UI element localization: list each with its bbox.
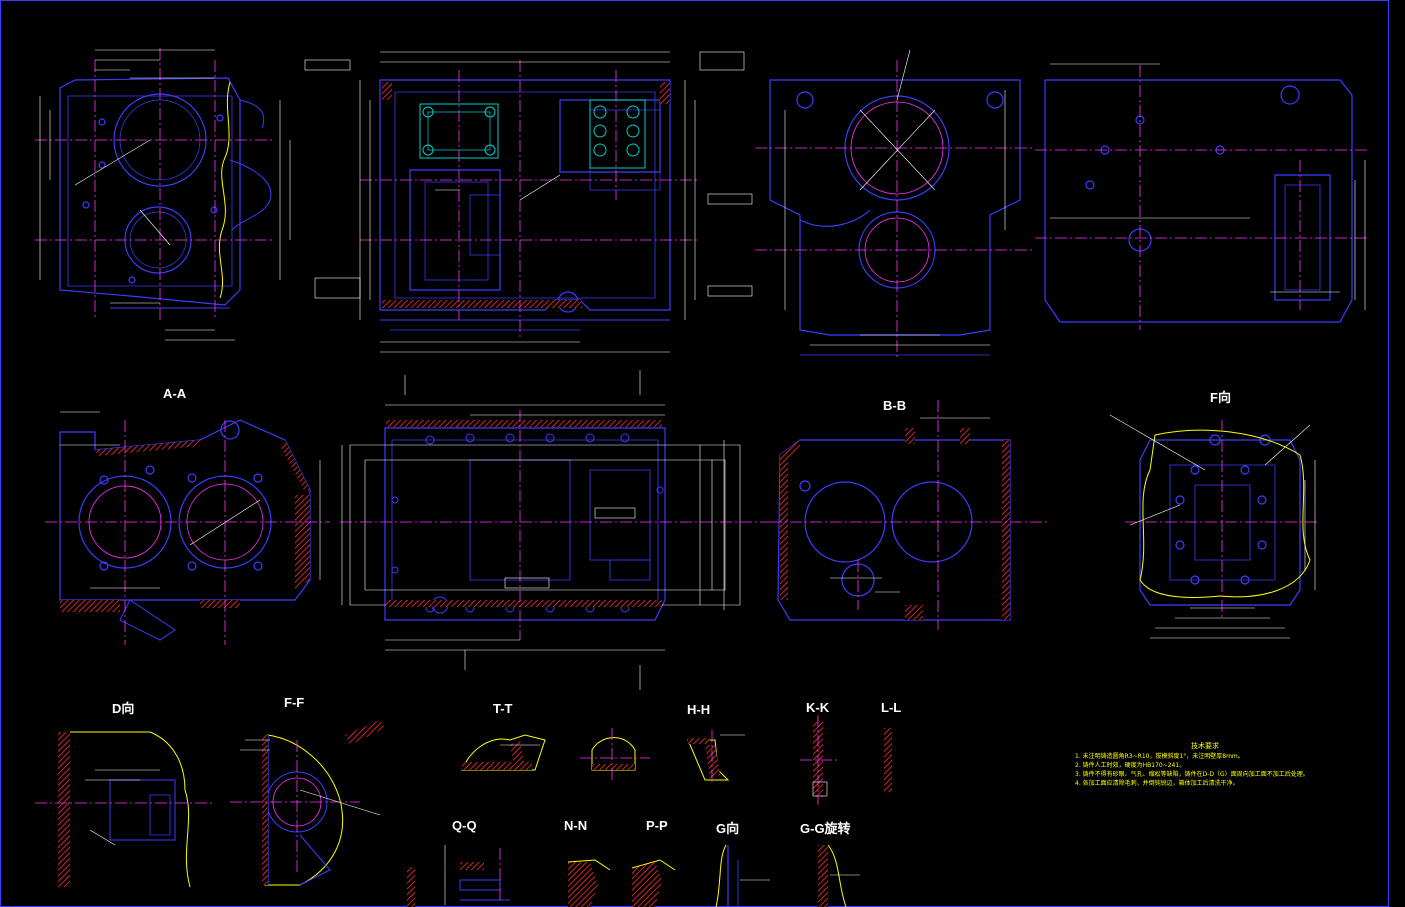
technical-requirements-heading: 技术要求 [1191,742,1219,750]
section-n-n [567,859,611,907]
view-right-upper-centerlines [1035,65,1370,330]
title-view-g: G向 [716,821,740,836]
section-b-b-hatch [780,428,1010,620]
view-top-main-bolt-pattern-1 [419,103,499,159]
view-right-upper [1044,79,1353,323]
title-section-t-t: T-T [493,701,513,716]
title-section-n-n: N-N [564,818,588,833]
view-f-dims [1109,414,1316,639]
view-f-yellow [1139,429,1311,598]
technical-requirement-item: 1. 未注明铸造圆角R3~R10，拔模斜度1°，未注明壁厚8mm。 [1075,753,1244,760]
section-g-g [818,844,860,907]
title-section-b-b: B-B [883,398,907,413]
section-b-b-centerlines [770,400,1050,630]
technical-requirement-item: 2. 铸件人工时效，硬度为HB170~241。 [1075,762,1186,769]
title-section-k-k: K-K [806,700,830,715]
view-front-left-yellow [218,81,231,299]
view-f [1139,434,1301,606]
view-right-upper-dims [1050,63,1366,310]
title-view-d: D向 [112,701,135,716]
title-section-l-l: L-L [881,700,902,715]
section-small-profile [580,728,650,780]
title-section-h-h: H-H [687,702,711,717]
title-section-p-p: P-P [646,818,668,833]
title-section-f-f: F-F [284,695,305,710]
view-top-main [379,79,671,331]
view-top-main-dims [304,51,753,353]
view-front-left-dims [39,49,291,341]
technical-requirement-item: 4. 各加工面应清除毛刺，并倒钝锐边，箱体加工后清洗干净。 [1075,780,1239,787]
title-view-f: F向 [1210,390,1231,405]
section-a-a-dims [60,411,321,589]
view-g [715,844,770,907]
view-bottom-plan-centerlines [340,410,770,640]
title-section-a-a: A-A [163,386,187,401]
view-side-upper-dims [784,49,1006,346]
view-side-upper [769,79,1021,356]
view-top-main-bolt-pattern-2 [589,99,646,169]
section-a-a-hatch [60,440,310,612]
view-top-main-hatch [382,82,670,308]
section-b-b [777,439,1011,621]
technical-requirements: 技术要求 1. 未注明铸造圆角R3~R10，拔模斜度1°，未注明壁厚8mm。 2… [1075,742,1335,788]
view-front-left [59,77,272,309]
section-h-h [687,730,745,785]
section-p-p [631,859,676,907]
section-f-f [230,720,385,886]
view-bottom-plan-hatch [386,420,662,607]
title-section-q-q: Q-Q [452,818,477,833]
technical-requirement-item: 3. 铸件不得有砂眼、气孔、缩松等缺陷，铸件在D-D（G）面周向加工面不加工后处… [1075,771,1309,778]
section-b-b-dims [830,417,990,593]
title-section-g-g: G-G旋转 [800,821,851,836]
section-a-a-centerlines [45,420,330,645]
view-side-upper-centerlines [755,60,1035,360]
section-q-q [407,845,510,907]
view-f-centerlines [1125,420,1320,620]
section-l-l [884,728,892,792]
view-bottom-plan-dims [341,370,725,690]
view-bottom-plan-bolts [391,433,664,614]
section-t-t [461,734,546,771]
view-bottom-plan [349,427,741,621]
view-d [35,731,215,888]
section-k-k [800,715,840,805]
view-front-left-centerlines [35,48,275,320]
